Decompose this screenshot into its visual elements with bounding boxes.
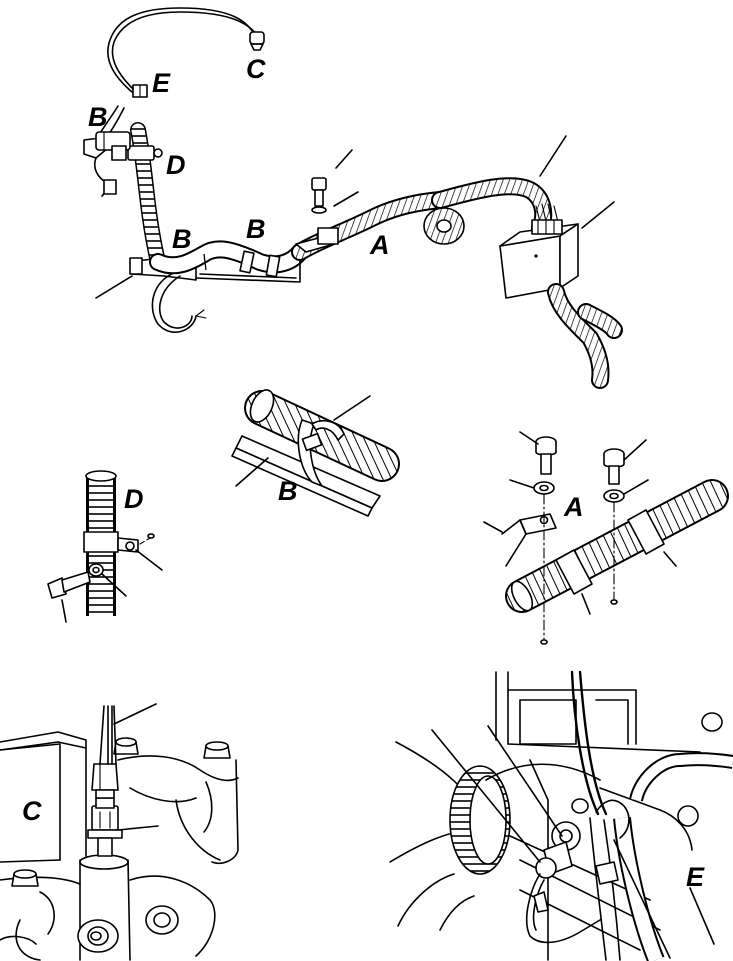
detail-e-connector: E: [389, 670, 733, 961]
detail-c-sensor: C: [0, 703, 239, 961]
lower-left-nut: [11, 869, 39, 887]
overview-harness-view: C E B D B B A: [83, 7, 623, 389]
housing-bolt-2: [203, 741, 231, 759]
bolt-d-detail: [47, 571, 91, 599]
label-a-overview: A: [369, 230, 390, 260]
main-connector-block: [499, 219, 579, 299]
label-e-overview: E: [152, 68, 171, 98]
label-b-overview-right: B: [246, 214, 266, 244]
detail-d-clamp: D: [47, 470, 163, 623]
connector-e-detail: [526, 821, 601, 944]
label-d-overview: D: [166, 150, 186, 180]
sensor-c-connector: [249, 31, 265, 51]
connector-e-plug: [132, 84, 148, 98]
bolt-a-left: [535, 436, 557, 475]
label-c-overview: C: [246, 54, 266, 84]
bolt-a-right: [603, 448, 625, 485]
label-a-detail: A: [563, 492, 584, 522]
detail-b-cable-tie: B: [231, 389, 400, 517]
label-e-detail: E: [686, 862, 705, 892]
coiled-harness-loop: [423, 207, 465, 245]
clamp-d-overview: [127, 145, 163, 161]
label-b-overview-mid: B: [172, 224, 192, 254]
label-b-overview-left: B: [88, 102, 108, 132]
sensor-c-plug: [91, 763, 119, 799]
connector-cluster-b: [95, 131, 131, 161]
label-c-detail: C: [22, 796, 42, 826]
housing-bolt-1: [113, 737, 139, 755]
label-d-detail: D: [124, 484, 144, 514]
detail-a-mounting: A: [483, 431, 729, 645]
label-b-detail: B: [278, 476, 298, 506]
mounting-plate-a-overview: [295, 227, 339, 253]
temperature-sensor-c: [87, 797, 123, 857]
bolt-a-overview: [311, 177, 327, 214]
